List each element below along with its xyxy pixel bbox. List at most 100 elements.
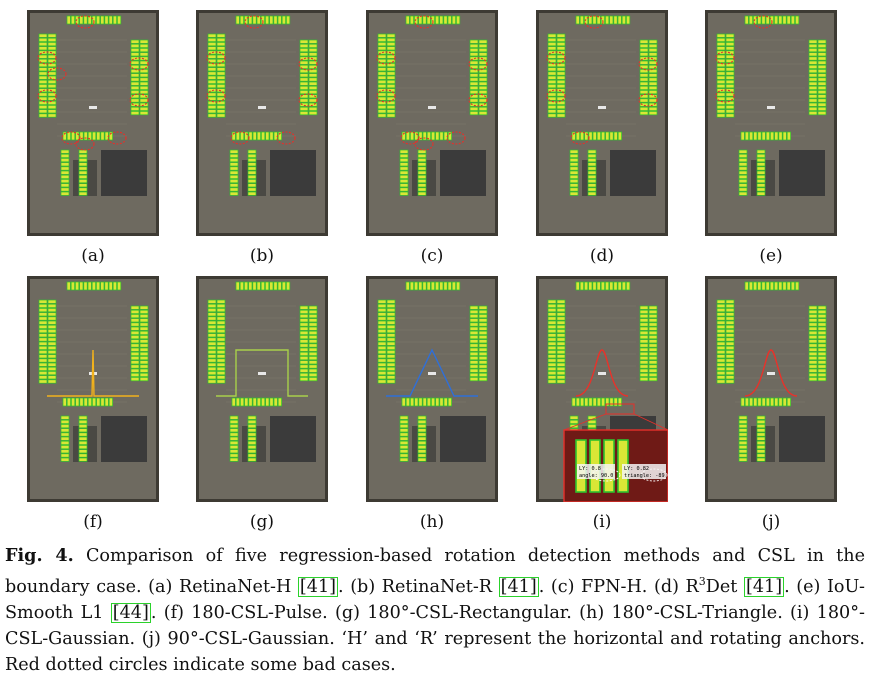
vehicle-detection xyxy=(248,281,253,291)
vehicle-detection xyxy=(299,339,309,344)
vehicle-detection xyxy=(386,42,396,47)
vehicle-detection xyxy=(639,43,649,48)
vehicle-detection xyxy=(600,281,605,291)
vehicle-detection xyxy=(761,15,766,25)
vehicle-detection xyxy=(756,419,766,424)
vehicle-detection xyxy=(139,98,149,103)
vehicle-detection xyxy=(580,131,585,141)
vehicle-detection xyxy=(725,341,735,346)
vehicle-detection xyxy=(648,360,658,365)
vehicle-detection xyxy=(648,52,658,57)
vehicle-detection xyxy=(139,377,149,382)
vehicle-detection xyxy=(584,281,589,291)
vehicle-detection xyxy=(756,179,766,184)
vehicle-detection xyxy=(87,15,92,25)
vehicle-detection xyxy=(725,366,735,371)
vehicle-detection xyxy=(716,333,726,338)
vehicle-detection xyxy=(386,96,396,101)
vehicle-detection xyxy=(207,354,217,359)
vehicle-detection xyxy=(299,52,309,57)
vehicle-detection xyxy=(130,322,140,327)
vehicle-detection xyxy=(778,15,783,25)
vehicle-detection xyxy=(207,303,217,308)
vehicle-detection xyxy=(744,281,749,291)
vehicle-detection xyxy=(469,43,479,48)
vehicle-detection xyxy=(478,98,488,103)
vehicle-detection xyxy=(648,102,658,107)
vehicle-detection xyxy=(808,326,818,331)
vehicle-detection xyxy=(587,419,597,424)
vehicle-detection xyxy=(761,281,766,291)
vehicle-detection xyxy=(435,131,440,141)
vehicle-detection xyxy=(587,179,597,184)
vehicle-detection xyxy=(60,440,70,445)
aerial-image-panel xyxy=(536,10,668,236)
vehicle-detection xyxy=(130,343,140,348)
bad-case-circle xyxy=(61,131,81,145)
vehicle-detection xyxy=(547,42,557,47)
bad-case-circle xyxy=(468,57,488,71)
vehicle-detection xyxy=(299,94,309,99)
subfigure-label: (e) xyxy=(759,246,783,266)
vehicle-detection xyxy=(808,314,818,319)
vehicle-detection xyxy=(47,113,57,118)
vehicle-detection xyxy=(426,131,431,141)
vehicle-detection xyxy=(795,15,800,25)
vehicle-detection xyxy=(96,131,101,141)
caption-citation-44[interactable]: [44] xyxy=(110,602,151,623)
vehicle-detection xyxy=(648,39,658,44)
inset-label-2: LY: 0.82 xyxy=(624,466,649,472)
vehicle-detection xyxy=(207,96,217,101)
vehicle-detection xyxy=(435,15,440,25)
vehicle-detection xyxy=(386,324,396,329)
vehicle-detection xyxy=(75,397,80,407)
parking-lot-detections xyxy=(196,10,328,236)
vehicle-detection xyxy=(556,345,566,350)
vehicle-detection xyxy=(47,366,57,371)
vehicle-detection xyxy=(386,33,396,38)
vehicle-detection xyxy=(47,333,57,338)
vehicle-detection xyxy=(756,166,766,171)
vehicle-detection xyxy=(247,419,257,424)
vehicle-detection xyxy=(386,75,396,80)
vehicle-detection xyxy=(469,60,479,65)
vehicle-detection xyxy=(808,309,818,314)
vehicle-detection xyxy=(240,131,245,141)
vehicle-detection xyxy=(808,56,818,61)
vehicle-detection xyxy=(725,33,735,38)
vehicle-detection xyxy=(216,354,226,359)
vehicle-detection xyxy=(216,308,226,313)
vehicle-detection xyxy=(130,356,140,361)
vehicle-detection xyxy=(299,368,309,373)
vehicle-detection xyxy=(100,281,105,291)
vehicle-detection xyxy=(216,37,226,42)
vehicle-detection xyxy=(386,67,396,72)
vehicle-detection xyxy=(478,85,488,90)
caption-citation-41-a[interactable]: [41] xyxy=(297,576,339,597)
vehicle-detection xyxy=(817,364,827,369)
vehicle-detection xyxy=(478,326,488,331)
vehicle-detection xyxy=(308,330,318,335)
vehicle-detection xyxy=(47,316,57,321)
vehicle-detection xyxy=(469,111,479,116)
vehicle-detection xyxy=(229,432,239,437)
vehicle-detection xyxy=(588,281,593,291)
vehicle-detection xyxy=(38,358,48,363)
vehicle-detection xyxy=(417,149,427,154)
vehicle-detection xyxy=(112,15,117,25)
vehicle-detection xyxy=(377,33,387,38)
vehicle-detection xyxy=(386,312,396,317)
caption-citation-41-c[interactable]: [41] xyxy=(743,576,785,597)
vehicle-detection xyxy=(273,281,278,291)
bad-case-circle xyxy=(37,89,57,103)
vehicle-detection xyxy=(617,281,622,291)
caption-citation-41-b[interactable]: [41] xyxy=(498,576,539,597)
vehicle-detection xyxy=(108,15,113,25)
bad-case-circle xyxy=(468,93,488,107)
vehicle-detection xyxy=(808,339,818,344)
vehicle-detection xyxy=(405,281,410,291)
vehicle-detection xyxy=(47,37,57,42)
vehicle-detection xyxy=(308,90,318,95)
vehicle-detection xyxy=(377,79,387,84)
vehicle-detection xyxy=(547,329,557,334)
